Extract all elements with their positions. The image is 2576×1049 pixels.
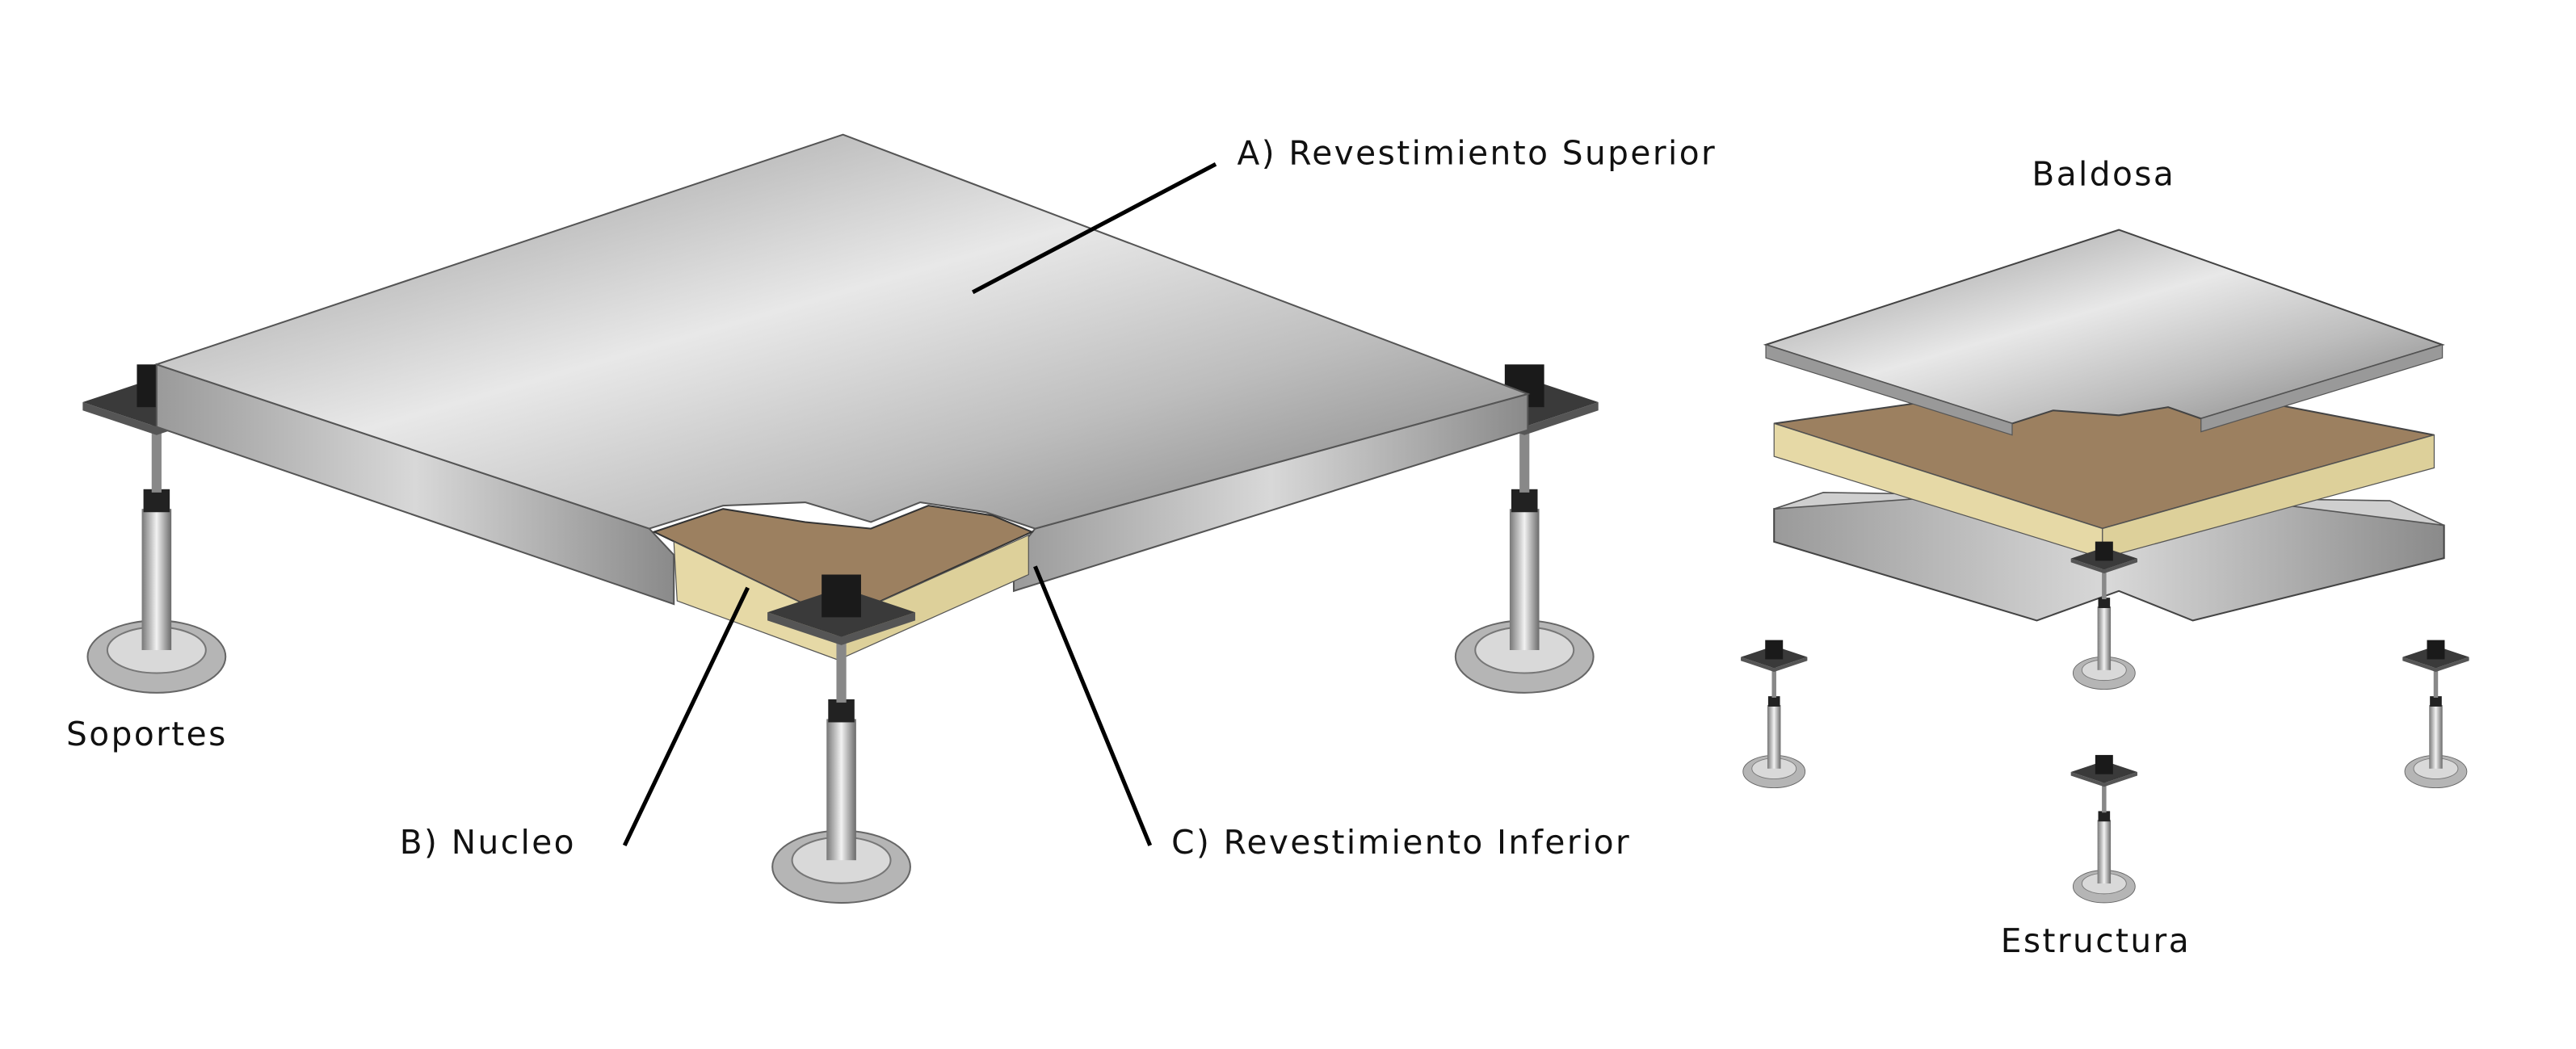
top-cover-surface: [153, 133, 1531, 530]
exploded-top-cover: [1763, 229, 2445, 425]
label-structure: Estructura: [2001, 921, 2191, 960]
assembled-floor-panel: [82, 133, 1599, 904]
label-bottom-cover: C) Revestimiento Inferior: [1171, 823, 1631, 862]
small-support-back: [2070, 541, 2138, 690]
label-top-cover: A) Revestimiento Superior: [1237, 133, 1717, 172]
small-support-left: [1740, 640, 1808, 789]
support-front: [767, 573, 917, 904]
leader-line-bottom-cover: [1033, 565, 1153, 846]
leader-line-top-cover: [972, 162, 1217, 295]
exploded-tile: [1740, 229, 2470, 904]
label-tile: Baldosa: [2032, 155, 2175, 194]
leader-line-core: [622, 586, 750, 847]
core-top: [652, 505, 1034, 622]
small-support-right: [2402, 640, 2470, 789]
label-core: B) Nucleo: [400, 823, 576, 862]
label-supports: Soportes: [66, 715, 228, 753]
small-support-front: [2070, 754, 2138, 904]
